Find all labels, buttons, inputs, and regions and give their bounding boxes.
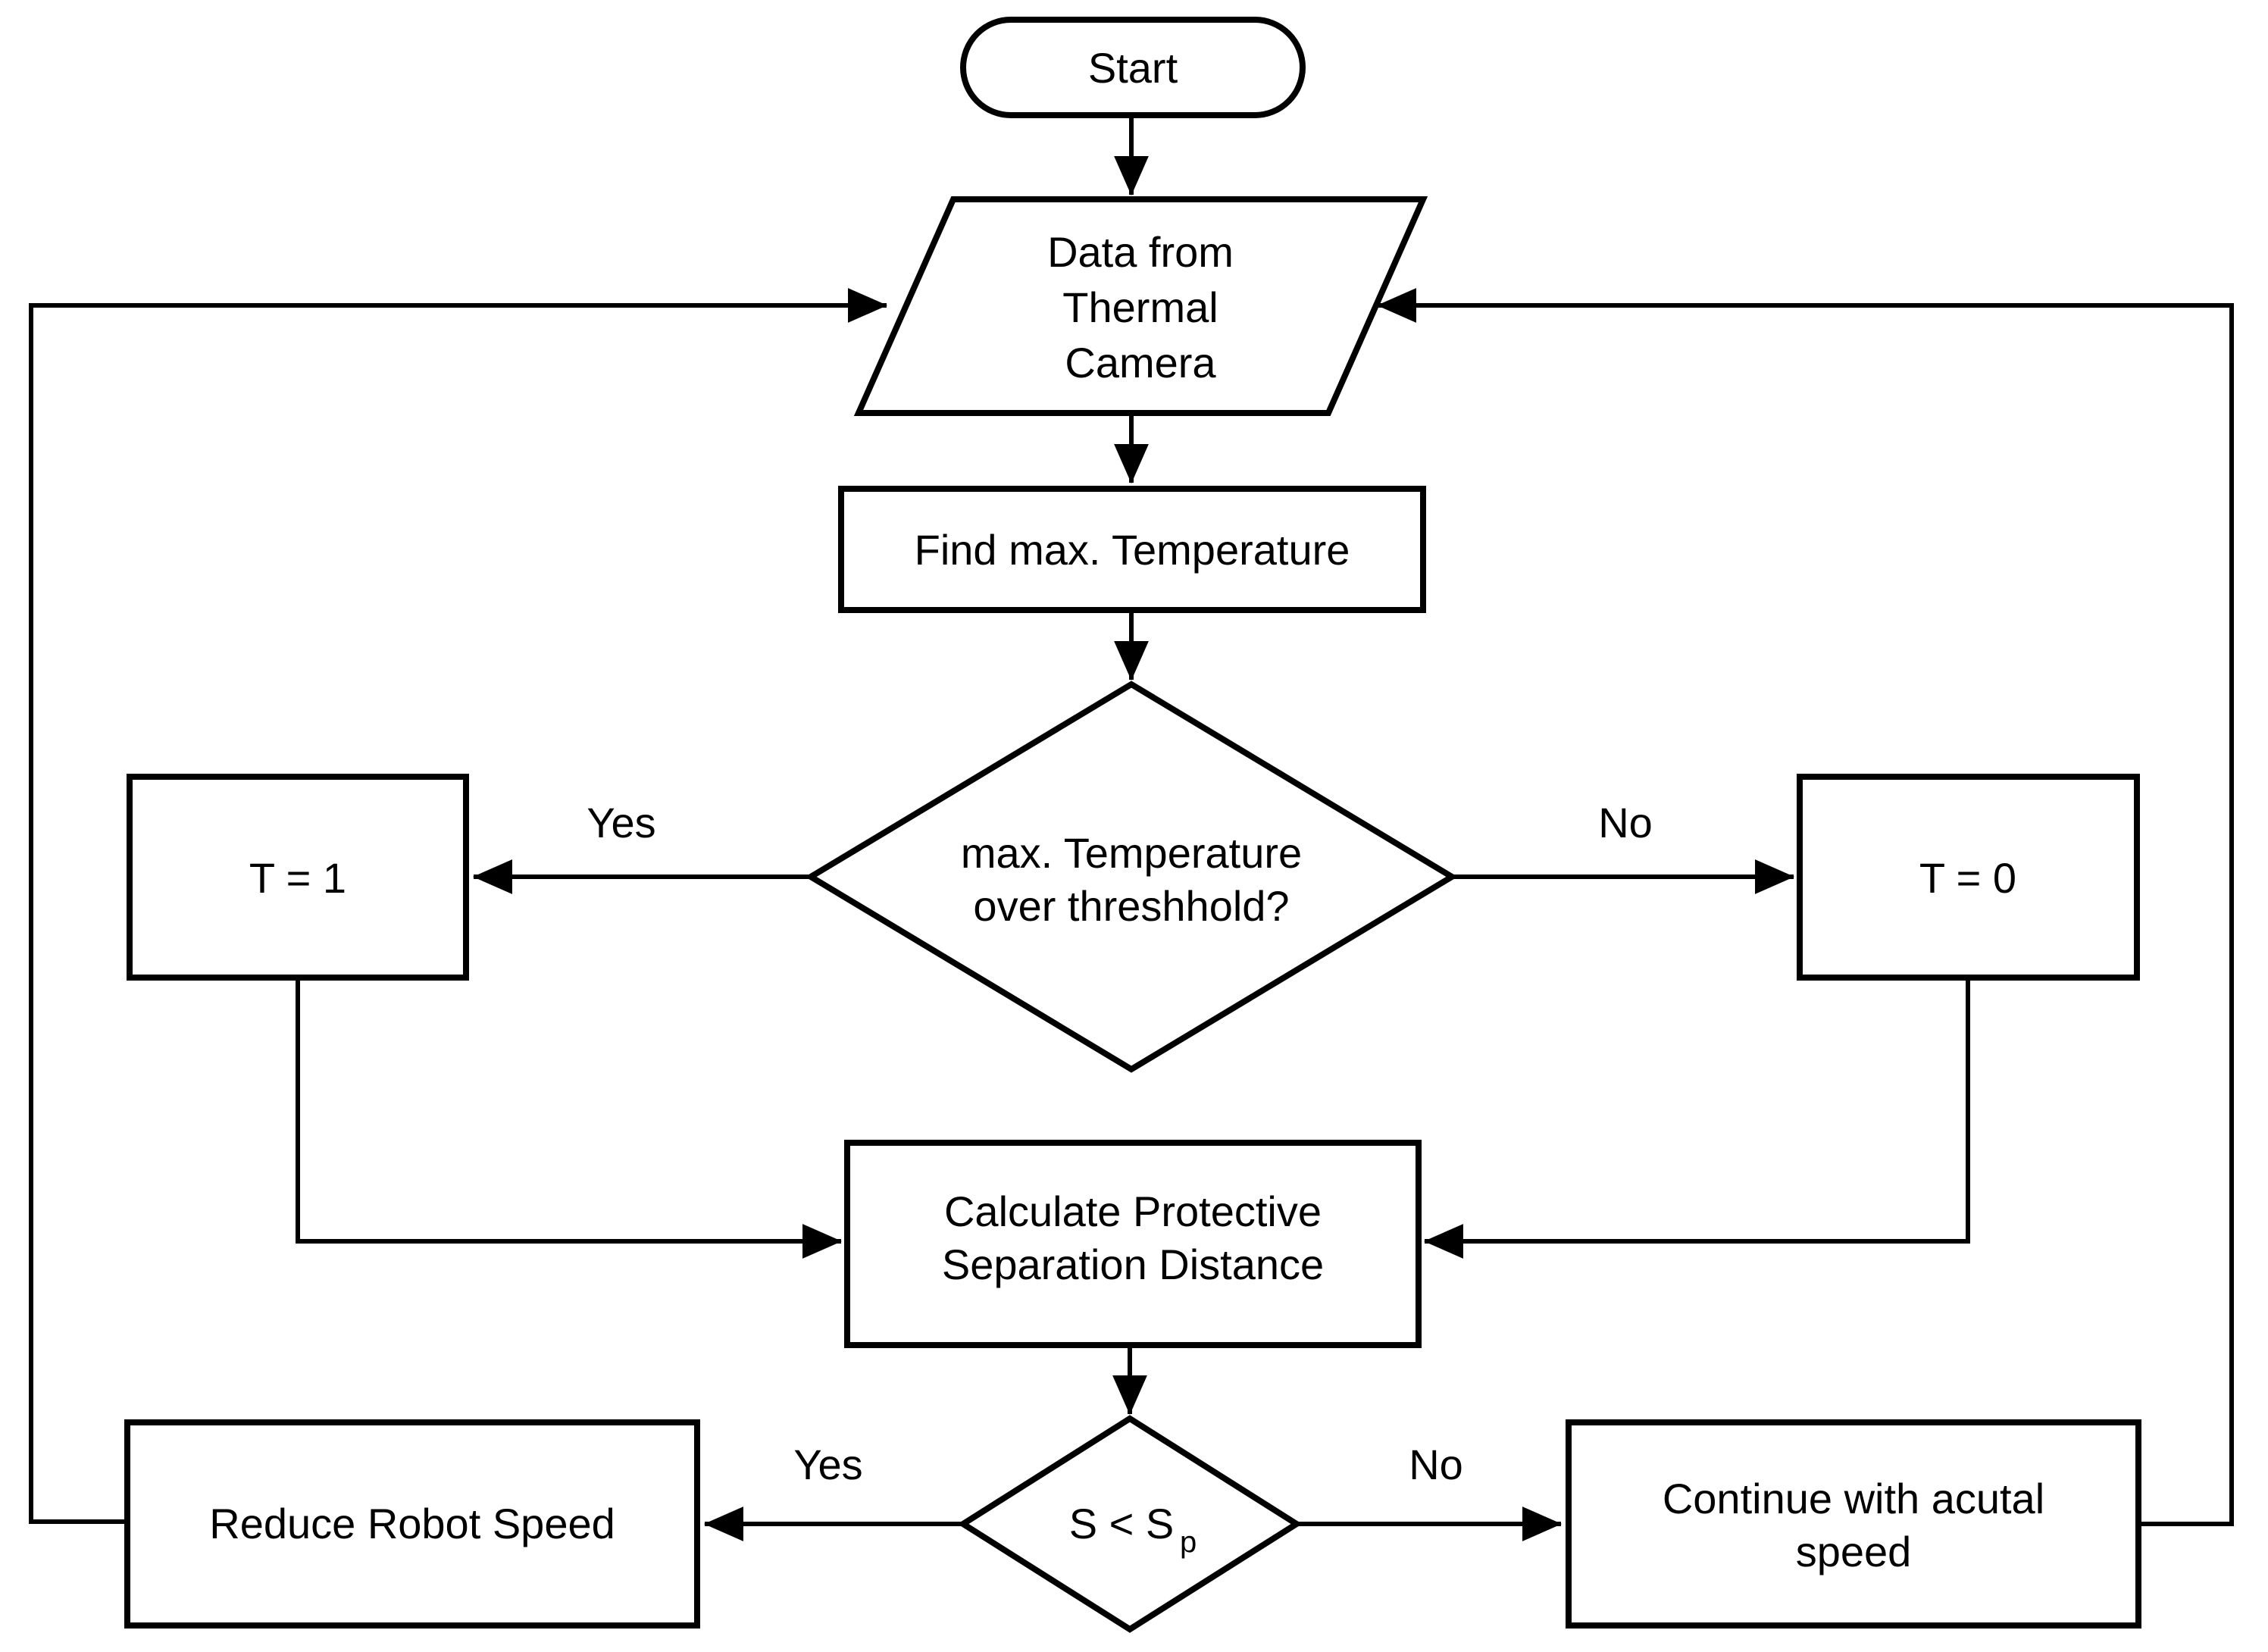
speed-decision-diamond-shape xyxy=(957,1415,1303,1633)
edge-labels: Yes No Yes No xyxy=(587,799,1652,1488)
start-terminator-shape xyxy=(960,17,1306,118)
node-calculate-psd: Calculate Protective Separation Distance xyxy=(844,1140,1422,1348)
node-continue-actual-speed: Continue with acutal speed xyxy=(1566,1419,2141,1629)
temperature-yes-label: Yes xyxy=(587,799,655,846)
node-reduce-robot-speed: Reduce Robot Speed xyxy=(124,1419,700,1629)
calculate-psd-shape xyxy=(844,1140,1422,1348)
edge-continue-feedback-to-camera xyxy=(1376,288,2234,1526)
node-start: Start xyxy=(960,17,1306,118)
t-equals-0-label: T = 0 xyxy=(1919,854,2016,902)
node-thermal-camera: Data from Thermal Camera xyxy=(853,196,1428,416)
reduce-robot-speed-shape xyxy=(124,1419,700,1629)
edges xyxy=(29,115,2234,1541)
speed-no-label: No xyxy=(1409,1441,1463,1488)
speed-decision-label-subscript: p xyxy=(1180,1525,1197,1559)
temperature-decision-line-1: max. Temperature xyxy=(961,829,1302,877)
speed-yes-label: Yes xyxy=(793,1441,862,1488)
node-t-equals-1: T = 1 xyxy=(127,774,469,981)
node-temperature-decision: max. Temperature over threshhold? xyxy=(805,681,1458,1073)
t-equals-0-shape xyxy=(1797,774,2140,981)
thermal-camera-line-2: Thermal xyxy=(1062,283,1218,331)
find-max-temperature-shape xyxy=(838,486,1426,613)
edge-t0-to-calc xyxy=(1423,978,1970,1259)
thermal-camera-line-3: Camera xyxy=(1065,339,1216,386)
calculate-psd-line-2: Separation Distance xyxy=(942,1241,1324,1288)
temperature-decision-line-2: over threshhold? xyxy=(973,882,1289,930)
node-find-max-temperature: Find max. Temperature xyxy=(838,486,1426,613)
find-max-temperature-label: Find max. Temperature xyxy=(915,526,1350,574)
t-equals-1-label: T = 1 xyxy=(249,854,346,902)
t-equals-1-shape xyxy=(127,774,469,981)
edge-t1-to-calc xyxy=(296,978,843,1259)
node-t-equals-0: T = 0 xyxy=(1797,774,2140,981)
temperature-no-label: No xyxy=(1598,799,1653,846)
continue-actual-speed-shape xyxy=(1566,1419,2141,1629)
node-speed-decision: S < S p xyxy=(957,1415,1303,1633)
thermal-camera-parallelogram-shape xyxy=(853,196,1428,416)
continue-actual-speed-line-2: speed xyxy=(1796,1528,1912,1575)
edge-reduce-feedback-to-camera xyxy=(29,288,888,1524)
calculate-psd-line-1: Calculate Protective xyxy=(944,1187,1322,1235)
temperature-decision-diamond-shape xyxy=(805,681,1458,1073)
speed-decision-label-main: S < S xyxy=(1069,1500,1175,1547)
continue-actual-speed-line-1: Continue with acutal xyxy=(1663,1475,2044,1522)
reduce-robot-speed-label: Reduce Robot Speed xyxy=(209,1500,615,1547)
thermal-camera-line-1: Data from xyxy=(1047,228,1234,276)
start-label: Start xyxy=(1088,44,1178,92)
